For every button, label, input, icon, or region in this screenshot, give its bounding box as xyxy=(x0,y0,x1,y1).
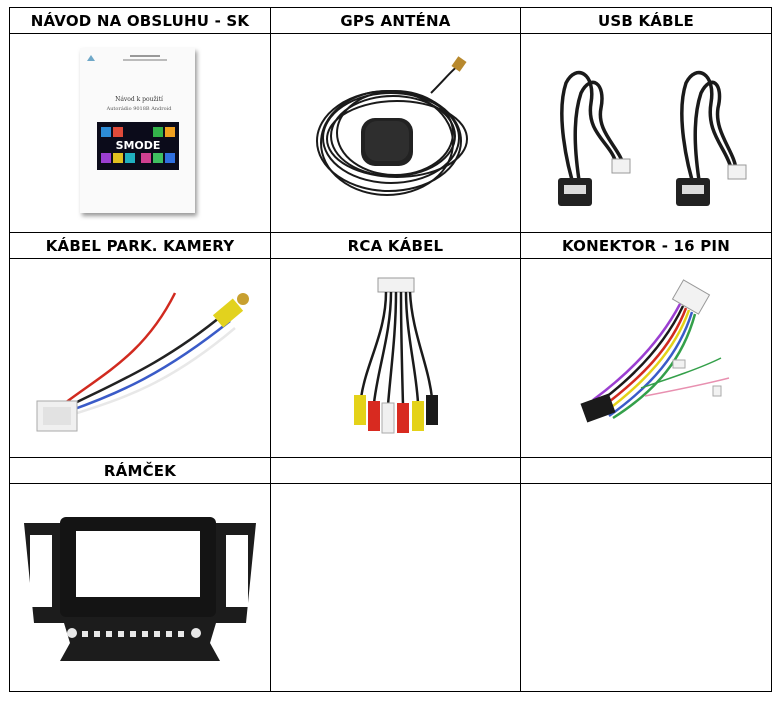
gps-antenna-image xyxy=(315,56,468,196)
connector-16pin-image xyxy=(580,279,730,423)
connector-cell xyxy=(520,258,772,458)
usb-cell xyxy=(520,33,772,233)
camera-header: KÁBEL PARK. KAMERY xyxy=(9,232,271,259)
camera-cable-image xyxy=(36,292,249,432)
frame-image xyxy=(24,516,256,661)
connector-header: KONEKTOR - 16 PIN xyxy=(520,232,772,259)
usb-header: USB KÁBLE xyxy=(520,7,772,34)
rca-cell xyxy=(270,258,521,458)
empty-cell-2 xyxy=(520,483,772,692)
frame-cell xyxy=(9,483,271,692)
gps-header: GPS ANTÉNA xyxy=(270,7,521,34)
empty-header-1 xyxy=(270,457,521,484)
empty-cell-1 xyxy=(270,483,521,692)
empty-header-2 xyxy=(520,457,772,484)
manual-logo-text: SMODE xyxy=(116,139,161,152)
rca-cable-image xyxy=(353,277,438,434)
manual-cell: Návod k použití Autorádio 9018B Android … xyxy=(9,33,271,233)
frame-header: RÁMČEK xyxy=(9,457,271,484)
manual-header: NÁVOD NA OBSLUHU - SK xyxy=(9,7,271,34)
header-row-2: KÁBEL PARK. KAMERY RCA KÁBEL KONEKTOR - … xyxy=(9,232,772,259)
manual-doc-subtitle: Autorádio 9018B Android xyxy=(106,105,173,112)
gps-cell xyxy=(270,33,521,233)
usb-cables-image xyxy=(558,70,747,206)
rca-header: RCA KÁBEL xyxy=(270,232,521,259)
camera-cell xyxy=(9,258,271,458)
manual-doc-title: Návod k použití xyxy=(115,96,163,103)
manual-image: Návod k použití Autorádio 9018B Android … xyxy=(80,48,195,213)
header-row-3: RÁMČEK xyxy=(9,457,772,484)
accessories-table: NÁVOD NA OBSLUHU - SK GPS ANTÉNA USB KÁB… xyxy=(9,7,772,692)
header-row-1: NÁVOD NA OBSLUHU - SK GPS ANTÉNA USB KÁB… xyxy=(9,7,772,34)
